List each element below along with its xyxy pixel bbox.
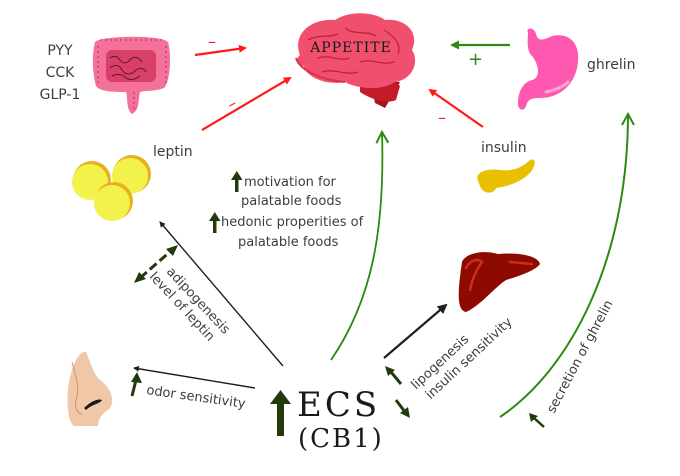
ecs-subtitle: (CB1) <box>298 424 384 454</box>
brain-icon <box>295 13 416 108</box>
liver-icon <box>458 252 540 312</box>
insulin-sensitivity-decrease-arrow <box>394 399 410 418</box>
lipogenesis-increase-arrow <box>385 366 403 385</box>
appetite-label: APPETITE <box>309 40 392 56</box>
fat-cells-icon <box>72 155 151 221</box>
secretion-of-ghrelin-label: secretion of ghrelin <box>544 298 616 416</box>
ecs-to-nose-arrow <box>133 365 256 389</box>
pancreas-icon <box>477 159 535 193</box>
gut-to-appetite-arrow <box>194 44 247 57</box>
secretion-of-ghrelin-text: secretion of ghrelin <box>544 298 616 416</box>
insulin-label: insulin <box>481 140 527 156</box>
stomach-icon <box>518 28 579 110</box>
ghrelin-stimulate-sign: + <box>468 49 484 70</box>
nose-icon <box>67 351 113 426</box>
gut-hormone-glp1: GLP-1 <box>39 87 81 103</box>
ecs-to-liver-arrow <box>383 303 448 359</box>
ecs-to-fat-arrow <box>159 221 284 367</box>
ecs-to-ghrelin-arrow <box>499 114 628 418</box>
nose-increase-arrow <box>130 372 142 397</box>
odor-sensitivity-text: odor sensitivity <box>145 383 246 412</box>
adipose-effects-label: adipogenesis level of leptin <box>146 264 233 344</box>
gut-hormone-cck: CCK <box>45 65 75 81</box>
ecs-title: ECS <box>297 385 381 425</box>
insulin-to-appetite-arrow <box>428 88 484 128</box>
hedonic-increase-arrow <box>209 212 221 233</box>
leptin-to-appetite-arrow <box>201 76 292 131</box>
motivation-text-line1: motivation for <box>244 175 336 190</box>
hedonic-text-line2: palatable foods <box>238 235 339 250</box>
adipose-bidirectional-arrow <box>134 245 178 283</box>
gut-hormone-pyy: PYY <box>47 43 73 59</box>
leptin-label: leptin <box>153 144 193 160</box>
motivation-increase-arrow <box>231 171 243 192</box>
ecs-to-appetite-arrow <box>330 132 382 361</box>
ghrelin-secretion-increase-arrow <box>529 413 545 428</box>
liver-effects-label: lipogenesis insulin sensitivity <box>408 315 515 403</box>
intestine-icon <box>92 36 171 114</box>
gut-inhibit-sign: – <box>208 32 216 51</box>
ghrelin-label: ghrelin <box>587 57 636 73</box>
odor-sensitivity-label: odor sensitivity <box>145 383 246 412</box>
insulin-inhibit-sign: – <box>438 108 446 127</box>
increase-arrow-big <box>270 390 291 436</box>
motivation-text-line2: palatable foods <box>241 194 342 209</box>
hedonic-text-line1: hedonic properities of <box>221 215 364 230</box>
